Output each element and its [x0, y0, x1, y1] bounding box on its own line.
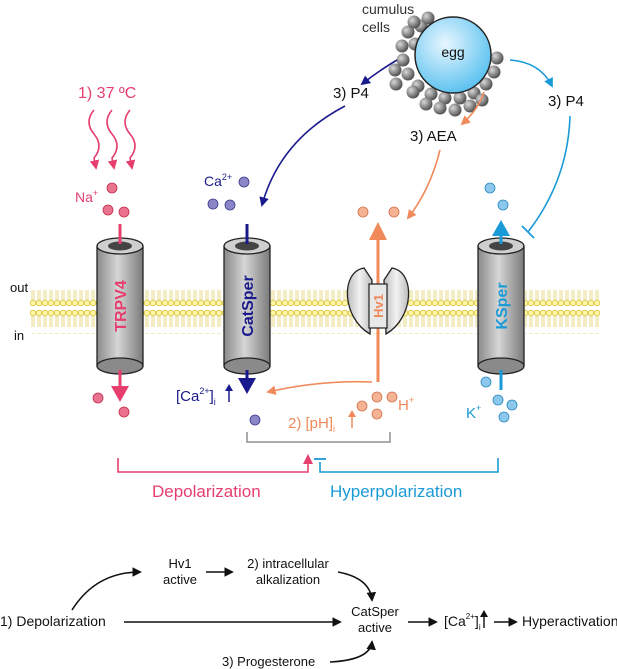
- heat-arrow-2: [106, 109, 118, 170]
- na-ions-inside: [92, 392, 130, 418]
- p4-to-catsper-arrow: [259, 105, 346, 207]
- in-label: in: [14, 328, 24, 343]
- cells-label: cells: [362, 19, 390, 35]
- cumulus-cells: [388, 11, 504, 117]
- ca-ions-outside: [207, 176, 250, 211]
- h-ions-outside: [357, 206, 400, 218]
- ca-label: Ca2+: [204, 172, 232, 189]
- flow-catsper-line2: active: [358, 620, 392, 635]
- egg-to-aea-arrow: [460, 91, 485, 126]
- temperature-label: 1) 37 ºC: [78, 85, 136, 102]
- hv1-label: Hv1: [371, 294, 386, 318]
- catsper-channel: CatSper: [223, 224, 271, 394]
- hyperpolarization-bracket: [319, 458, 499, 473]
- aea-label: 3) AEA: [410, 128, 457, 145]
- p4-right-label: 3) P4: [548, 93, 584, 110]
- aea-to-hv1-arrow: [406, 149, 441, 220]
- h-label: H+: [398, 395, 414, 414]
- trpv4-channel: TRPV4: [96, 224, 144, 402]
- flow-progesterone: 3) Progesterone: [222, 654, 315, 669]
- depolarization-label: Depolarization: [152, 482, 261, 501]
- flow-catsper-line1: CatSper: [351, 604, 399, 619]
- flow-alk-line1: 2) intracellular: [247, 556, 329, 571]
- flow-hyperactivation: Hyperactivation: [522, 613, 617, 629]
- trpv4-label: TRPV4: [113, 280, 130, 332]
- hyperpolarization-label: Hyperpolarization: [330, 482, 462, 501]
- ksper-label: KSper: [494, 282, 511, 329]
- depolarization-arrowhead: [303, 454, 313, 464]
- egg-cell: [414, 16, 492, 94]
- flow-alk-line2: alkalization: [256, 572, 320, 587]
- ksper-inhibit-bar: [521, 225, 535, 239]
- ksper-channel: KSper: [477, 220, 525, 390]
- h-ions-inside: [356, 391, 398, 420]
- out-label: out: [10, 280, 28, 295]
- catsper-hv1-bracket: [246, 432, 391, 443]
- flow-depolarization: 1) Depolarization: [0, 613, 106, 629]
- p4-left-label: 3) P4: [333, 85, 369, 102]
- heat-arrow-1: [88, 109, 100, 170]
- egg-label: egg: [441, 44, 464, 60]
- flow-arrow-dep-to-hv1: [71, 567, 142, 611]
- h-to-ca-arrow: [266, 380, 373, 395]
- ph-label: 2) [pH]i: [288, 415, 335, 434]
- na-ions-outside: [102, 182, 130, 218]
- cumulus-label: cumulus: [362, 1, 414, 17]
- p4-inhibits-ksper: [527, 115, 571, 233]
- k-ions-outside: [484, 182, 509, 211]
- flow-arrow-prog-to-catsper: [329, 640, 376, 663]
- ca-intracellular-label: [Ca2+]i: [176, 386, 216, 407]
- heat-arrow-3: [124, 109, 136, 170]
- flow-hv1-line1: Hv1: [168, 556, 191, 571]
- k-label: K+: [466, 403, 481, 422]
- depolarization-bracket: [117, 458, 309, 473]
- flow-ca-level: [Ca2+]i: [444, 612, 481, 632]
- flow-hv1-line2: active: [163, 572, 197, 587]
- ph-up-arrow: [348, 410, 356, 428]
- na-label: Na+: [75, 188, 98, 205]
- k-ions-inside: [480, 376, 518, 423]
- ca-ions-inside: [249, 414, 261, 426]
- catsper-label: CatSper: [240, 275, 257, 336]
- flow-ca-up-arrow: [480, 610, 488, 628]
- flow-arrow-alk-to-catsper: [337, 571, 377, 602]
- egg-to-p4-arrow: [360, 59, 398, 86]
- ca-up-arrow: [225, 384, 233, 402]
- hv1-channel: Hv1: [346, 222, 410, 382]
- egg-to-p4-right-arrow: [509, 59, 553, 88]
